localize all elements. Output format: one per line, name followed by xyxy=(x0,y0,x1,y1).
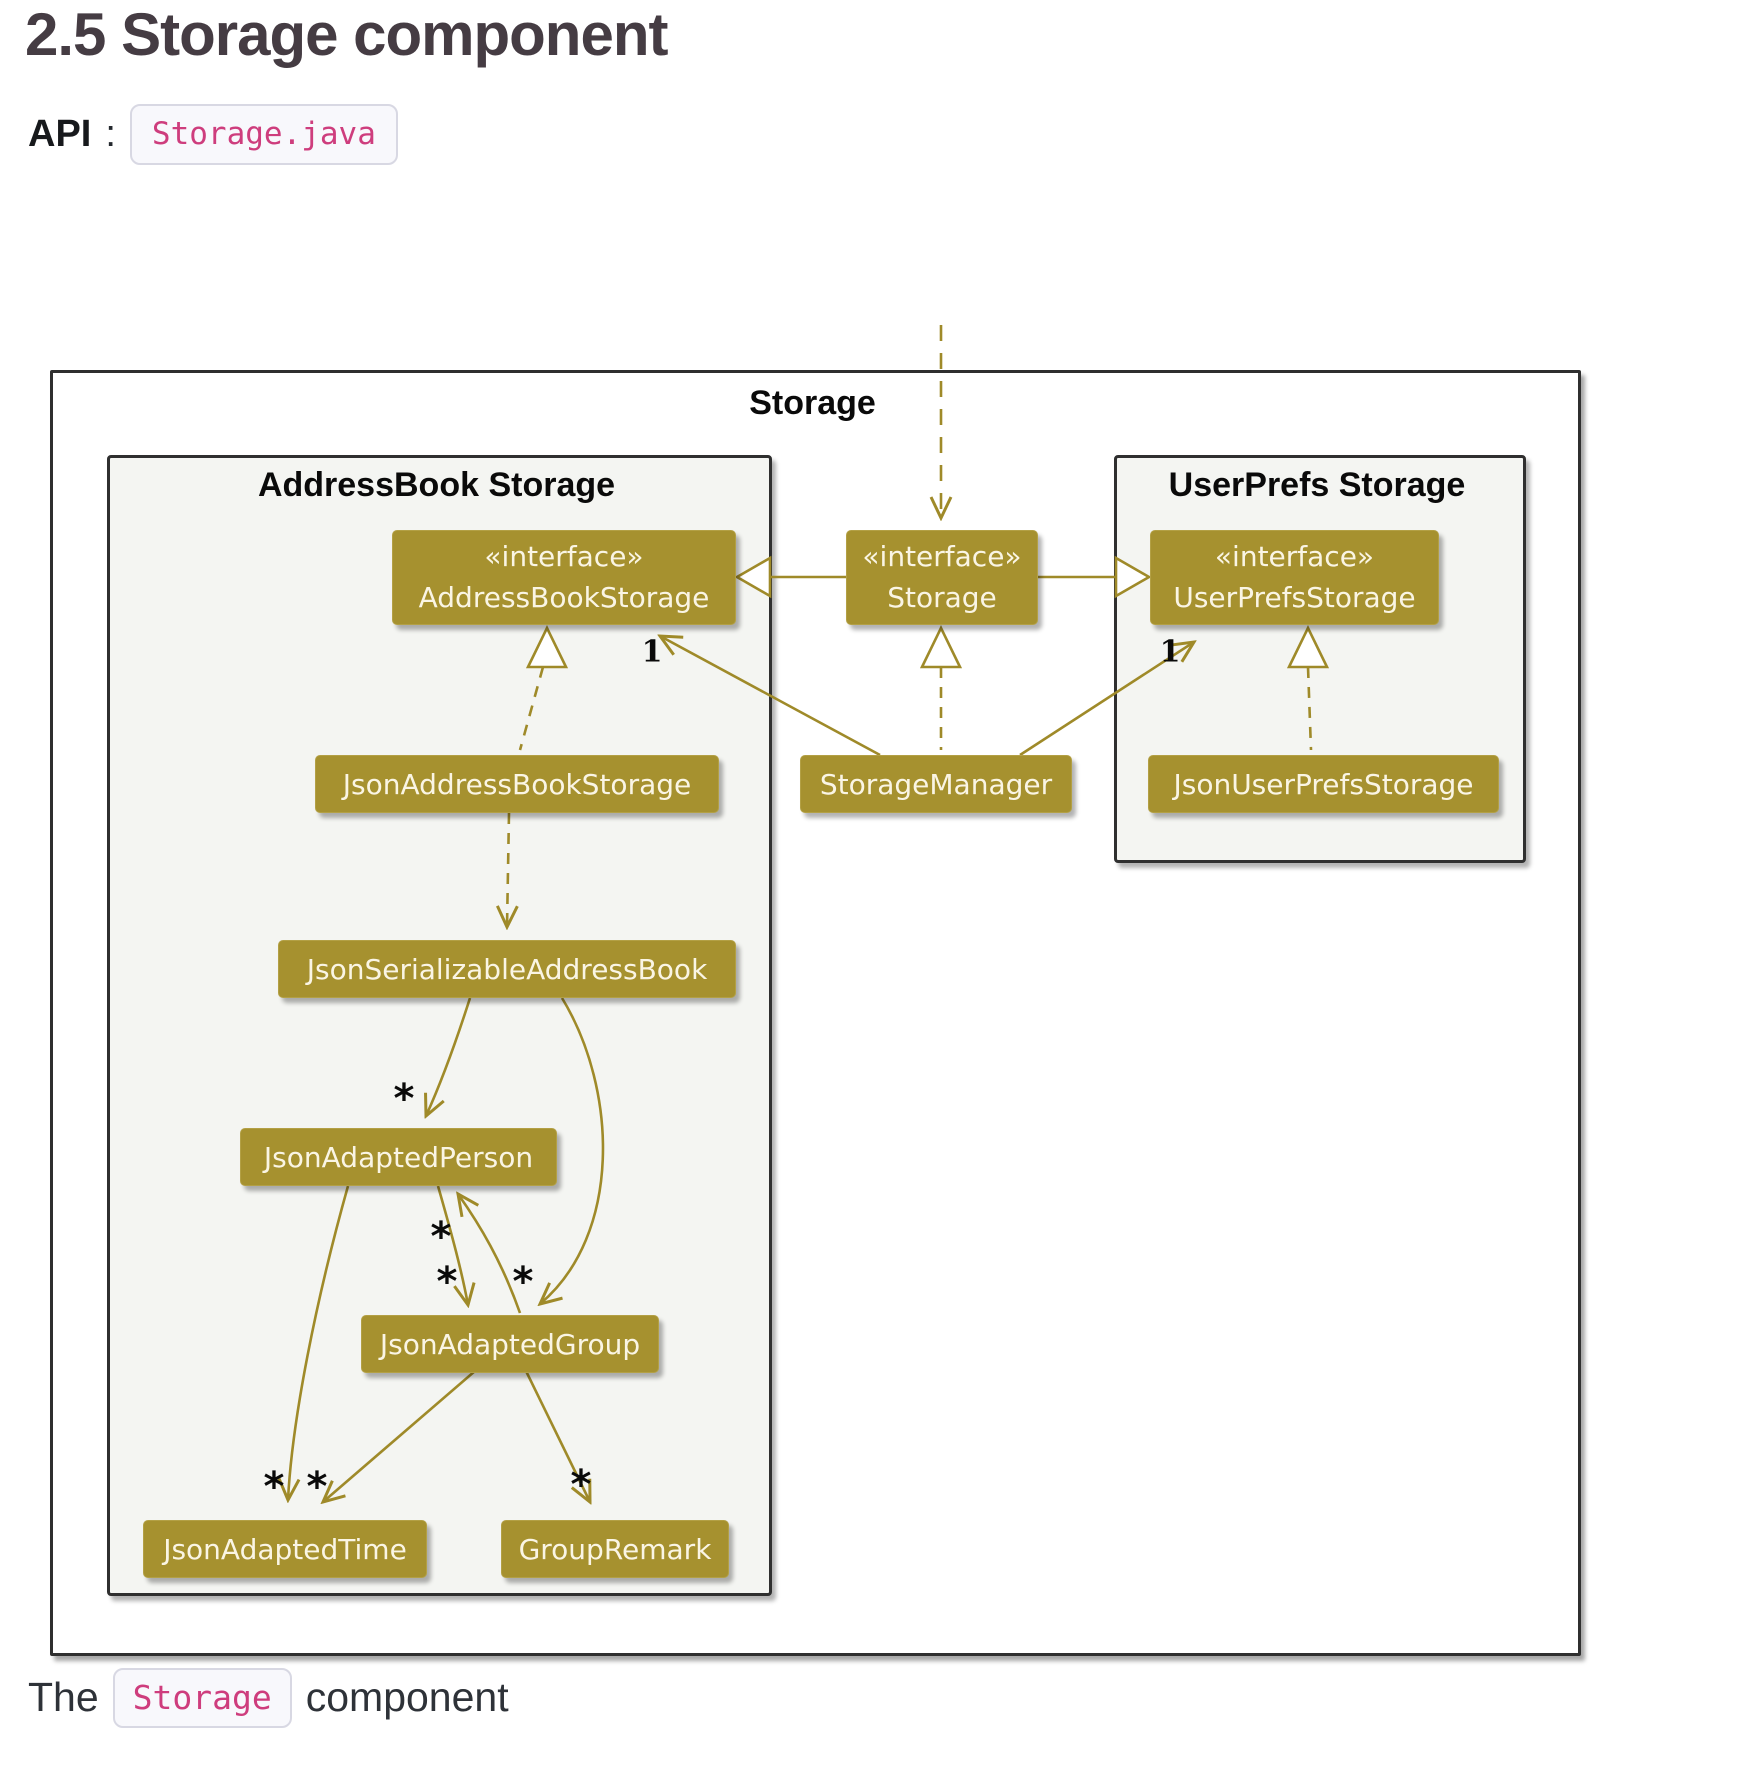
page-title: 2.5 Storage component xyxy=(25,1,668,68)
caption-code: Storage xyxy=(112,1668,292,1728)
class-userprefsstorage-interface: «interface» UserPrefsStorage xyxy=(1150,530,1439,625)
class-name: UserPrefsStorage xyxy=(1173,580,1416,614)
addressbook-storage-panel-label: AddressBook Storage xyxy=(257,466,616,504)
multiplicity-star: * xyxy=(437,1262,458,1302)
userprefs-storage-panel-label: UserPrefs Storage xyxy=(1168,466,1466,504)
multiplicity-one: 1 xyxy=(1159,634,1181,670)
multiplicity-star: * xyxy=(264,1467,285,1507)
class-groupremark: GroupRemark xyxy=(501,1520,729,1578)
caption-prefix: The xyxy=(28,1674,99,1721)
api-code-link[interactable]: Storage.java xyxy=(129,104,398,166)
storage-class-diagram: Storage AddressBook Storage UserPrefs St… xyxy=(0,300,1755,1672)
class-jsonuserprefsstorage: JsonUserPrefsStorage xyxy=(1148,755,1499,813)
class-jsonadaptedgroup: JsonAdaptedGroup xyxy=(361,1315,659,1373)
storage-frame-label: Storage xyxy=(749,384,876,422)
multiplicity-star: * xyxy=(307,1467,328,1507)
class-storage-interface: «interface» Storage xyxy=(846,530,1038,625)
caption-suffix: component xyxy=(305,1674,509,1721)
multiplicity-star: * xyxy=(431,1217,452,1257)
class-storagemanager: StorageManager xyxy=(800,755,1072,813)
figure-caption: The Storage component xyxy=(28,1668,509,1728)
stereotype-label: «interface» xyxy=(484,539,644,573)
api-colon: : xyxy=(105,113,116,156)
multiplicity-star: * xyxy=(571,1465,592,1505)
class-jsonserializableaddressbook: JsonSerializableAddressBook xyxy=(278,940,736,998)
class-name: Storage xyxy=(887,580,997,614)
class-jsonadaptedtime: JsonAdaptedTime xyxy=(143,1520,427,1578)
class-addressbookstorage-interface: «interface» AddressBookStorage xyxy=(392,530,736,625)
class-name: AddressBookStorage xyxy=(418,580,710,614)
multiplicity-star: * xyxy=(513,1262,534,1302)
stereotype-label: «interface» xyxy=(1214,539,1375,573)
api-reference-line: API : Storage.java xyxy=(28,104,398,166)
multiplicity-star: * xyxy=(394,1079,415,1119)
api-label: API xyxy=(28,113,92,156)
multiplicity-one: 1 xyxy=(641,634,663,670)
stereotype-label: «interface» xyxy=(862,539,1022,573)
addressbook-storage-panel xyxy=(107,455,772,1596)
class-jsonaddressbookstorage: JsonAddressBookStorage xyxy=(315,755,719,813)
class-jsonadaptedperson: JsonAdaptedPerson xyxy=(240,1128,557,1186)
